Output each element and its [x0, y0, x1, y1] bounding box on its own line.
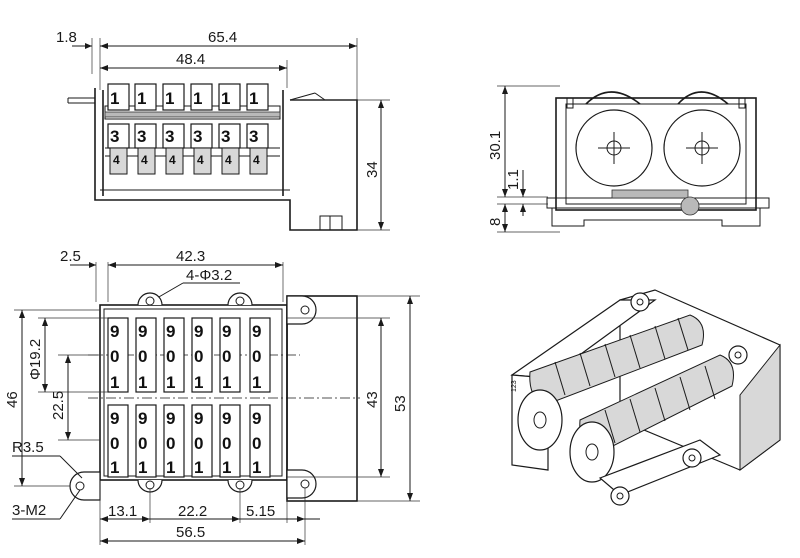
front-digit-mid-6: 3 — [249, 127, 258, 146]
dim-drum-pitch: 22.5 — [50, 391, 67, 420]
iso-drum-upper — [529, 314, 704, 406]
front-digit-low-4: 4 — [197, 153, 204, 167]
dim-wheel-span: 42.3 — [176, 248, 205, 265]
upper-digit-low-2: 1 — [138, 373, 147, 392]
upper-digit-low-6: 1 — [252, 373, 261, 392]
front-digit-low-2: 4 — [141, 153, 148, 167]
dim-offset-left: 1.8 — [56, 29, 77, 46]
dim-side-offset: 1.1 — [505, 169, 522, 190]
upper-digit-mid-4: 0 — [194, 347, 203, 366]
front-digit-mid-5: 3 — [221, 127, 230, 146]
iso-drum-lower — [579, 354, 734, 456]
lower-digit-low-2: 1 — [138, 458, 147, 477]
upper-digit-mid-1: 0 — [110, 347, 119, 366]
lower-digit-top-4: 9 — [194, 409, 203, 428]
dim-body-width: 48.4 — [176, 51, 205, 68]
iso-wheel-left — [517, 389, 563, 451]
lower-digit-low-5: 1 — [222, 458, 231, 477]
top-lower-drum-row: 9 9 9 9 9 9 0 0 0 0 0 0 1 1 1 1 1 1 — [107, 404, 271, 478]
upper-digit-top-4: 9 — [194, 322, 203, 341]
front-digit-mid-3: 3 — [165, 127, 174, 146]
upper-digit-top-6: 9 — [252, 322, 261, 341]
lower-digit-top-1: 9 — [110, 409, 119, 428]
upper-digit-mid-6: 0 — [252, 347, 261, 366]
dim-top-overall-width: 56.5 — [176, 524, 205, 541]
front-digit-top-4: 1 — [193, 89, 202, 108]
lower-digit-mid-5: 0 — [222, 434, 231, 453]
dim-holes: 4-Φ3.2 — [186, 267, 232, 284]
front-view: 1.8 65.4 48.4 — [56, 29, 390, 231]
dim-top-overall-height: 46 — [4, 391, 21, 408]
dim-corner-radius: R3.5 — [12, 439, 44, 456]
upper-digit-top-2: 9 — [138, 322, 147, 341]
upper-digit-mid-2: 0 — [138, 347, 147, 366]
dim-drum-diameter: Φ19.2 — [27, 339, 44, 380]
upper-digit-low-5: 1 — [222, 373, 231, 392]
top-view: 2.5 42.3 4-Φ3.2 — [4, 248, 420, 545]
upper-digit-mid-5: 0 — [222, 347, 231, 366]
front-digit-top-1: 1 — [110, 89, 119, 108]
lower-digit-low-1: 1 — [110, 458, 119, 477]
dim-side-base: 8 — [487, 218, 504, 226]
dim-left-offset: 13.1 — [108, 503, 137, 520]
front-digit-mid-4: 3 — [193, 127, 202, 146]
upper-digit-top-5: 9 — [222, 322, 231, 341]
upper-digit-low-1: 1 — [110, 373, 119, 392]
lower-digit-low-3: 1 — [166, 458, 175, 477]
upper-digit-mid-3: 0 — [166, 347, 175, 366]
front-digit-top-5: 1 — [221, 89, 230, 108]
upper-digit-low-3: 1 — [166, 373, 175, 392]
front-digit-top-6: 1 — [249, 89, 258, 108]
dim-mount-height: 43 — [364, 391, 381, 408]
lower-digit-mid-2: 0 — [138, 434, 147, 453]
upper-digit-top-3: 9 — [166, 322, 175, 341]
dim-side-height: 30.1 — [487, 131, 504, 160]
dim-top-offset-left: 2.5 — [60, 248, 81, 265]
front-digit-low-6: 4 — [253, 153, 260, 167]
lower-digit-top-3: 9 — [166, 409, 175, 428]
dim-overall-width: 65.4 — [208, 29, 237, 46]
upper-digit-low-4: 1 — [194, 373, 203, 392]
side-view: 30.1 1.1 8 — [487, 85, 770, 233]
dim-right-offset: 5.15 — [246, 503, 275, 520]
lower-digit-mid-1: 0 — [110, 434, 119, 453]
lower-digit-top-6: 9 — [252, 409, 261, 428]
upper-digit-top-1: 9 — [110, 322, 119, 341]
dim-front-height: 34 — [364, 161, 381, 178]
lower-digit-top-2: 9 — [138, 409, 147, 428]
front-digit-low-5: 4 — [225, 153, 232, 167]
dim-mid-span: 22.2 — [178, 503, 207, 520]
lower-digit-mid-4: 0 — [194, 434, 203, 453]
front-wheel-row: 1 1 1 1 1 1 3 3 3 3 3 3 4 4 4 4 4 4 — [107, 83, 269, 175]
iso-label: 123 — [511, 380, 518, 392]
front-digit-mid-1: 3 — [110, 127, 119, 146]
front-digit-low-1: 4 — [113, 153, 120, 167]
lower-digit-top-5: 9 — [222, 409, 231, 428]
iso-wheel-right — [569, 421, 615, 483]
lower-digit-low-4: 1 — [194, 458, 203, 477]
top-upper-drum-row: 9 9 9 9 9 9 0 0 0 0 0 0 1 1 1 1 1 1 — [107, 317, 271, 393]
lower-digit-low-6: 1 — [252, 458, 261, 477]
isometric-view: 123 — [510, 289, 781, 506]
lower-digit-mid-6: 0 — [252, 434, 261, 453]
lower-digit-mid-3: 0 — [166, 434, 175, 453]
front-digit-top-3: 1 — [165, 89, 174, 108]
front-digit-top-2: 1 — [137, 89, 146, 108]
front-digit-low-3: 4 — [169, 153, 176, 167]
dim-screw-holes: 3-M2 — [12, 502, 46, 519]
dim-total-height: 53 — [392, 395, 409, 412]
front-digit-mid-2: 3 — [137, 127, 146, 146]
